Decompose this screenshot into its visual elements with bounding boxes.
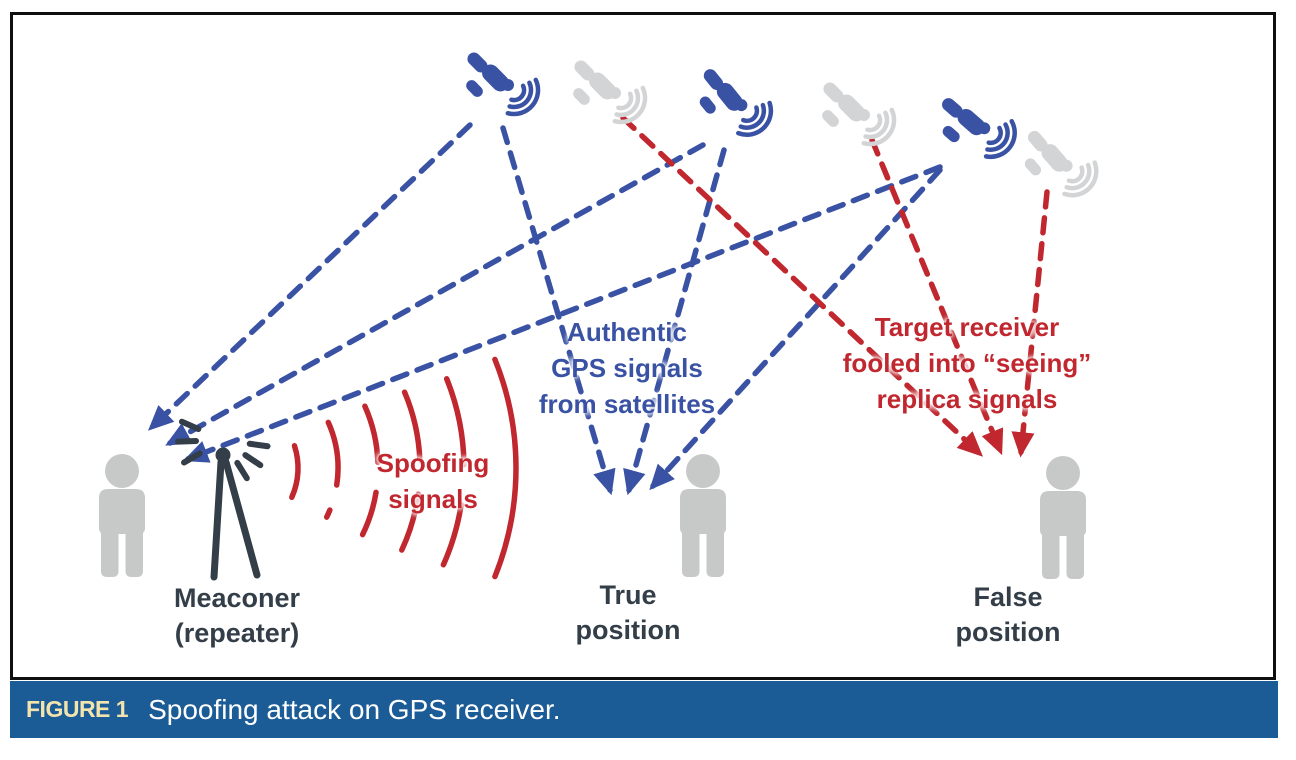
person-icon xyxy=(1040,456,1086,579)
spoofing-arc xyxy=(399,389,423,553)
label-line: replica signals xyxy=(876,384,1058,414)
label-line: position xyxy=(955,617,1061,647)
spoofing-arc xyxy=(289,443,301,501)
satellite-icon-gray xyxy=(1021,128,1099,197)
spoofing-signal-arcs xyxy=(289,356,519,580)
label-line: Spoofing xyxy=(376,448,490,478)
true-position-label: True position xyxy=(576,578,681,648)
spoofing-arc xyxy=(492,356,519,580)
label-line: fooled into “seeing” xyxy=(842,348,1092,378)
diagram-canvas xyxy=(99,15,1273,581)
figure-frame: Authentic GPS signals from satellites Ta… xyxy=(10,12,1276,680)
satellite-icon-blue xyxy=(464,50,538,114)
satellite-icon-blue xyxy=(695,65,775,137)
authentic-signals-label: Authentic GPS signals from satellites xyxy=(539,314,715,422)
authentic-signal-line xyxy=(500,125,616,496)
label-line: position xyxy=(575,615,681,645)
replica-signal-line xyxy=(620,115,984,457)
spoofing-signals-label: Spoofing signals xyxy=(377,445,490,517)
satellite-icon-blue xyxy=(938,91,1016,160)
target-receiver-label: Target receiver fooled into “seeing” rep… xyxy=(843,309,1091,417)
figure-caption-bar: FIGURE 1 Spoofing attack on GPS receiver… xyxy=(10,681,1278,738)
replica-signal-line xyxy=(1011,189,1050,458)
label-line: Authentic xyxy=(567,317,687,347)
replica-signal-line xyxy=(869,137,1004,456)
person-icon xyxy=(680,454,726,577)
true-position-x-mark xyxy=(609,506,637,540)
spoofing-arc xyxy=(323,419,341,520)
label-line: from satellites xyxy=(538,389,716,419)
person-icon xyxy=(99,454,145,577)
label-line: (repeater) xyxy=(174,618,300,648)
authentic-signal-line xyxy=(649,167,943,491)
authentic-signal-line xyxy=(623,147,727,496)
meaconer-label: Meaconer (repeater) xyxy=(174,581,300,651)
label-line: GPS signals xyxy=(551,353,703,383)
spoofing-arc xyxy=(440,376,467,568)
false-position-label: False position xyxy=(956,580,1061,650)
figure-caption-label: FIGURE 1 xyxy=(26,696,129,722)
label-line: False xyxy=(973,582,1043,612)
authentic-signal-line xyxy=(182,164,943,463)
label-line: signals xyxy=(388,484,478,514)
meaconer-antenna-icon xyxy=(210,447,261,581)
authentic-signal-line xyxy=(165,142,706,446)
label-line: Target receiver xyxy=(874,312,1060,342)
satellite-icon-gray xyxy=(571,58,645,122)
figure-caption-text: Spoofing attack on GPS receiver. xyxy=(148,693,561,725)
label-line: True xyxy=(599,580,657,610)
satellite-icon-gray xyxy=(820,80,894,144)
authentic-signal-line xyxy=(148,122,473,431)
reception-dashes xyxy=(175,418,271,482)
false-position-x-mark xyxy=(992,480,1020,514)
label-line: Meaconer xyxy=(173,583,301,613)
spoofing-arc xyxy=(359,403,381,538)
